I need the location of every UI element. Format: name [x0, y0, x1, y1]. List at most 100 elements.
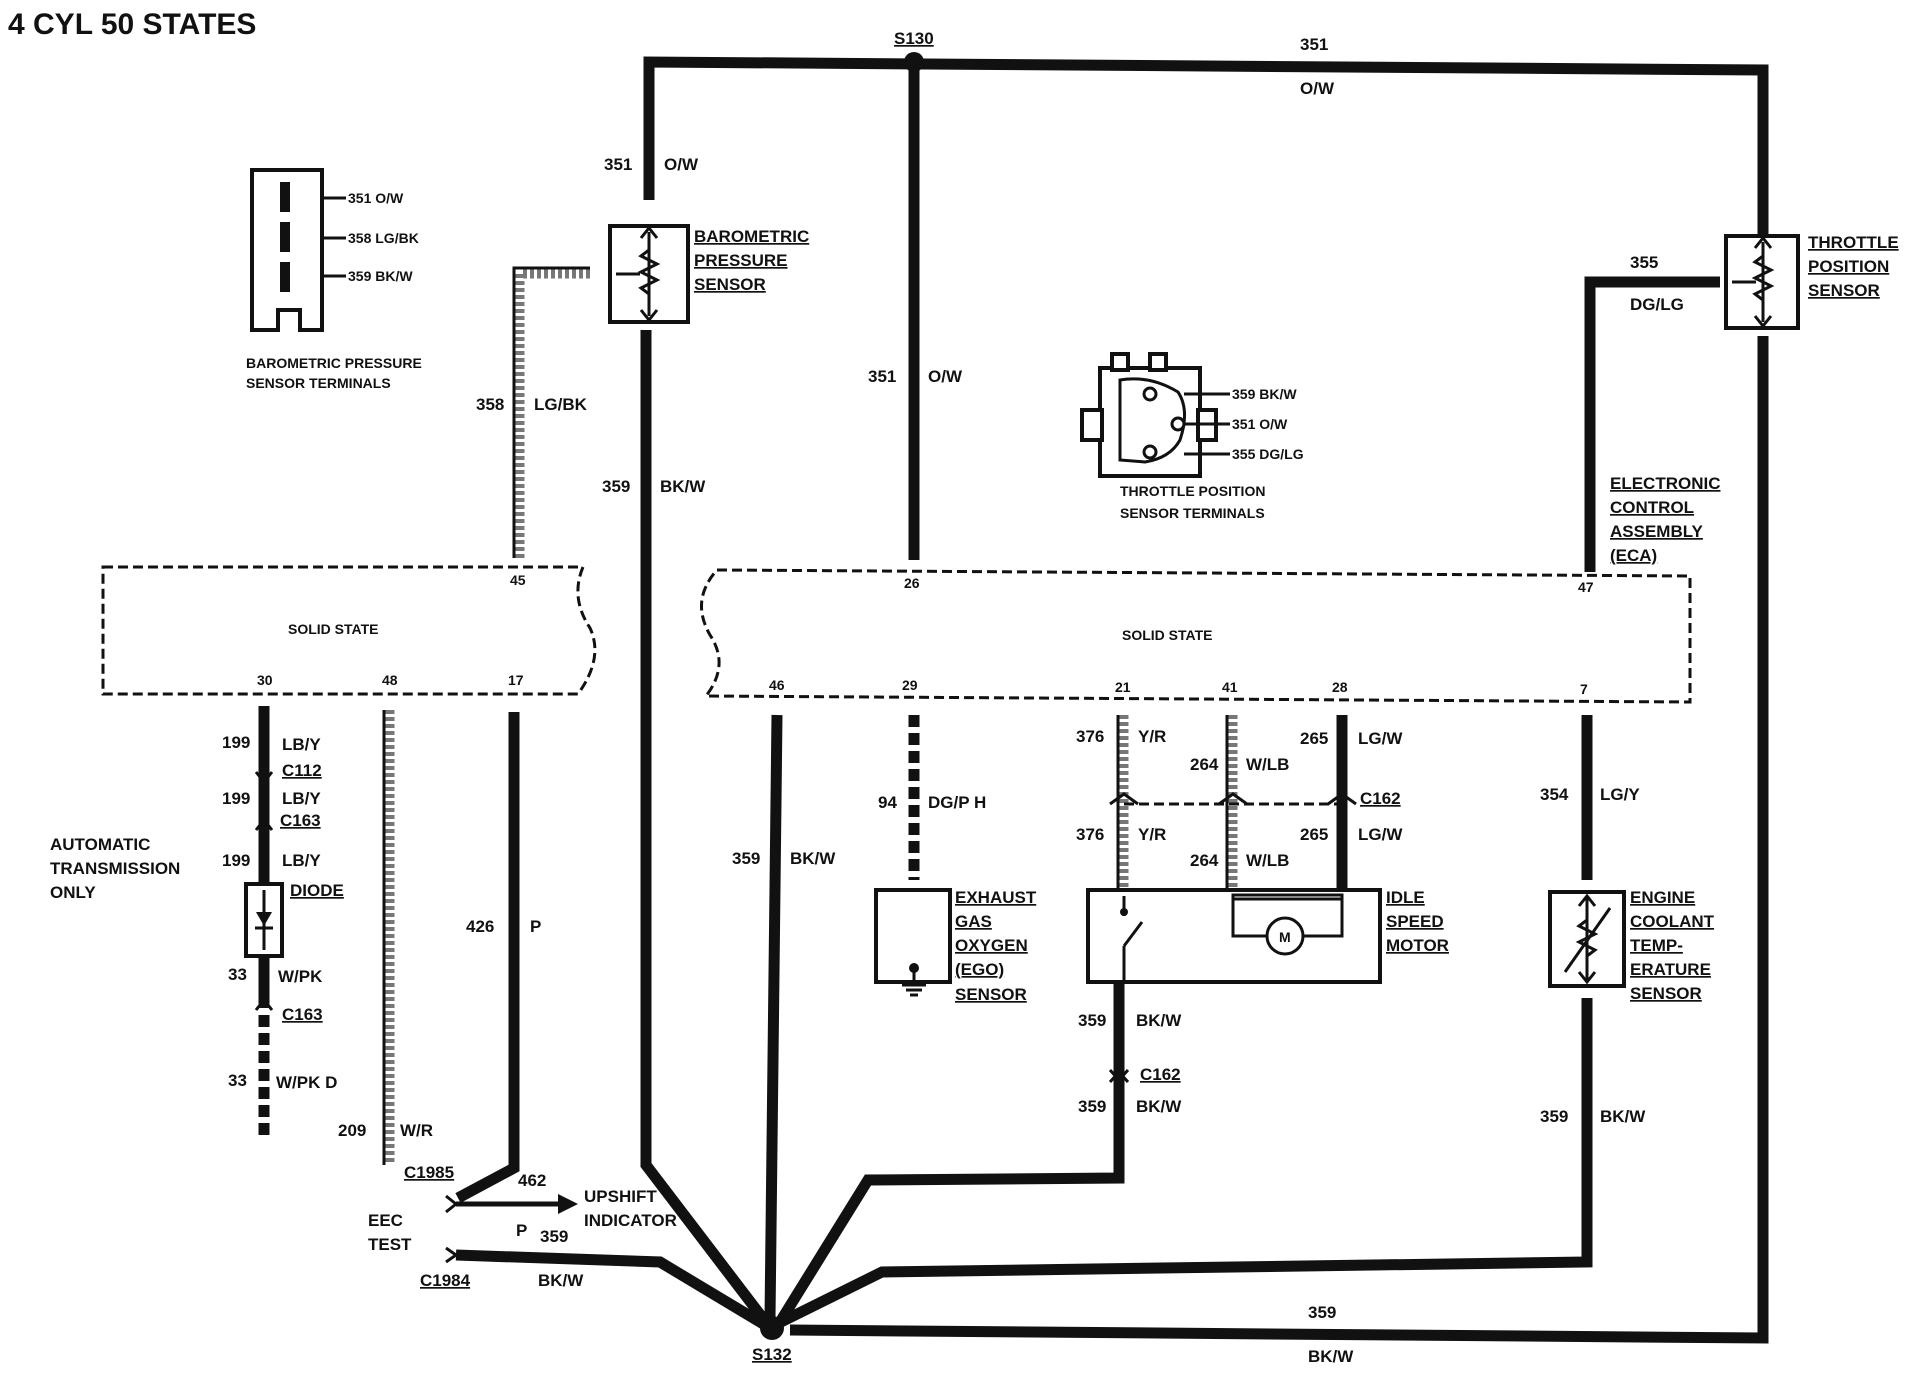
ego-label-1: EXHAUST: [955, 888, 1037, 907]
wire-462-color: P: [516, 1221, 527, 1240]
ego-label-3: OXYGEN: [955, 936, 1028, 955]
ism-label-2: SPEED: [1386, 912, 1444, 931]
baro-terminals-caption-1: BAROMETRIC PRESSURE: [246, 355, 422, 371]
pin-30: 30: [257, 672, 273, 688]
auto-trans-line3: ONLY: [50, 883, 96, 902]
wire-265a-color: LG/W: [1358, 729, 1403, 748]
wire-351-s130-color: O/W: [928, 367, 963, 386]
misc-labels: AUTOMATIC TRANSMISSION ONLY EEC TEST UPS…: [50, 835, 677, 1254]
wire-199a-color: LB/Y: [282, 735, 321, 754]
auto-trans-line2: TRANSMISSION: [50, 859, 180, 878]
baro-terminal-1: 351 O/W: [348, 190, 404, 206]
wire-359-test-num: 359: [540, 1227, 568, 1246]
baro-label-3: SENSOR: [694, 275, 766, 294]
pin-47: 47: [1578, 579, 1594, 595]
eec-test-line2: TEST: [368, 1235, 412, 1254]
wire-376a-num: 376: [1076, 727, 1104, 746]
pin-7: 7: [1580, 681, 1588, 697]
tps-sensor: THROTTLE POSITION SENSOR: [1724, 233, 1899, 330]
ego-label-2: GAS: [955, 912, 992, 931]
wire-359-bottom-color: BK/W: [1308, 1347, 1354, 1366]
wire-358-edge: [512, 266, 590, 558]
wire-358-num: 358: [476, 395, 504, 414]
ect-label-5: SENSOR: [1630, 984, 1702, 1003]
wire-199c-num: 199: [222, 851, 250, 870]
c1984-mark: [445, 1246, 459, 1264]
wire-354-num: 354: [1540, 785, 1569, 804]
ect-label-3: TEMP-: [1630, 936, 1683, 955]
wire-358: [515, 269, 590, 558]
baro-terminals-caption-2: SENSOR TERMINALS: [246, 375, 391, 391]
splice-s132-label: S132: [752, 1345, 792, 1364]
ism-label-1: IDLE: [1386, 888, 1425, 907]
pin-26: 26: [904, 575, 920, 591]
ect-label-2: COOLANT: [1630, 912, 1715, 931]
wire-199c-color: LB/Y: [282, 851, 321, 870]
eca-right-label: SOLID STATE: [1122, 627, 1212, 643]
wire-33a-color: W/PK: [278, 967, 323, 986]
wire-351-top: [643, 56, 1769, 240]
splice-s130-dot: [904, 52, 924, 72]
pin-29: 29: [902, 677, 918, 693]
wire-359-46-num: 359: [732, 849, 760, 868]
wire-33b-color: W/PK D: [276, 1073, 337, 1092]
wire-359-ismb-color: BK/W: [1136, 1097, 1182, 1116]
ect-sensor: ENGINE COOLANT TEMP- ERATURE SENSOR: [1548, 888, 1715, 1003]
eca-label-line4: (ECA): [1610, 546, 1657, 565]
wire-264b-num: 264: [1190, 851, 1219, 870]
baro-terminal-3: 359 BK/W: [348, 268, 413, 284]
baro-terminal-2: 358 LG/BK: [348, 230, 419, 246]
eca-label-line3: ASSEMBLY: [1610, 522, 1704, 541]
c112-mark: [254, 771, 274, 785]
wire-355: [1584, 276, 1720, 572]
c163a-mark: [254, 817, 274, 831]
baro-label-1: BAROMETRIC: [694, 227, 809, 246]
upshift-line2: INDICATOR: [584, 1211, 677, 1230]
c162-264-mark: [1218, 792, 1248, 806]
wire-199b-color: LB/Y: [282, 789, 321, 808]
wire-359-46: [764, 714, 783, 1319]
wires: [258, 56, 1769, 1344]
tps-terminal-1: 359 BK/W: [1232, 386, 1297, 402]
connector-c112: C112: [282, 761, 322, 780]
wire-355-color: DG/LG: [1630, 295, 1684, 314]
connector-marks: [254, 771, 1357, 1264]
eca-label: ELECTRONIC CONTROL ASSEMBLY (ECA): [1610, 474, 1721, 565]
c163b-mark: [254, 997, 274, 1011]
ego-sensor: EXHAUST GAS OXYGEN (EGO) SENSOR: [874, 888, 1037, 1004]
ect-label-4: ERATURE: [1630, 960, 1711, 979]
wire-359-baro-num: 359: [602, 477, 630, 496]
splice-s132-dot: [760, 1316, 784, 1340]
c162-265-mark: [1327, 792, 1357, 806]
wire-354-color: LG/Y: [1600, 785, 1640, 804]
eec-test-line1: EEC: [368, 1211, 403, 1230]
wire-359-tps: [789, 336, 1769, 1344]
wire-462-num: 462: [518, 1171, 546, 1190]
wire-426-num: 426: [466, 917, 494, 936]
eca-right-block: SOLID STATE: [700, 568, 1692, 704]
wire-376b-color: Y/R: [1138, 825, 1166, 844]
wire-labels: 351 O/W 351 O/W 351 O/W 358 LG/BK 359 BK…: [222, 35, 1684, 1366]
wire-351-top-color: O/W: [1300, 79, 1335, 98]
ego-label-4: (EGO): [955, 960, 1004, 979]
wire-359-ect: [772, 998, 1593, 1330]
tps-label-1: THROTTLE: [1808, 233, 1899, 252]
splice-labels: S130 S132: [752, 29, 934, 1364]
pin-21: 21: [1115, 679, 1131, 695]
wire-209-color: W/R: [400, 1121, 433, 1140]
connector-c163a: C163: [280, 811, 321, 830]
wire-94-num: 94: [878, 793, 897, 812]
eca-label-line2: CONTROL: [1610, 498, 1694, 517]
ism-label-3: MOTOR: [1386, 936, 1449, 955]
connector-labels: C112 C163 C163 C1985 C1984 C162 C162: [280, 761, 1401, 1290]
baro-sensor: BAROMETRIC PRESSURE SENSOR: [608, 224, 809, 324]
wire-358-color: LG/BK: [534, 395, 588, 414]
wire-199a-num: 199: [222, 733, 250, 752]
eca-left-block: SOLID STATE: [101, 565, 597, 696]
c1985-mark: [445, 1194, 459, 1214]
tps-terminal-2: 351 O/W: [1232, 416, 1288, 432]
wire-359-baro: [640, 330, 773, 1329]
wire-359-isma-color: BK/W: [1136, 1011, 1182, 1030]
eca-label-line1: ELECTRONIC: [1610, 474, 1721, 493]
upshift-arrow-icon: [558, 1194, 578, 1214]
